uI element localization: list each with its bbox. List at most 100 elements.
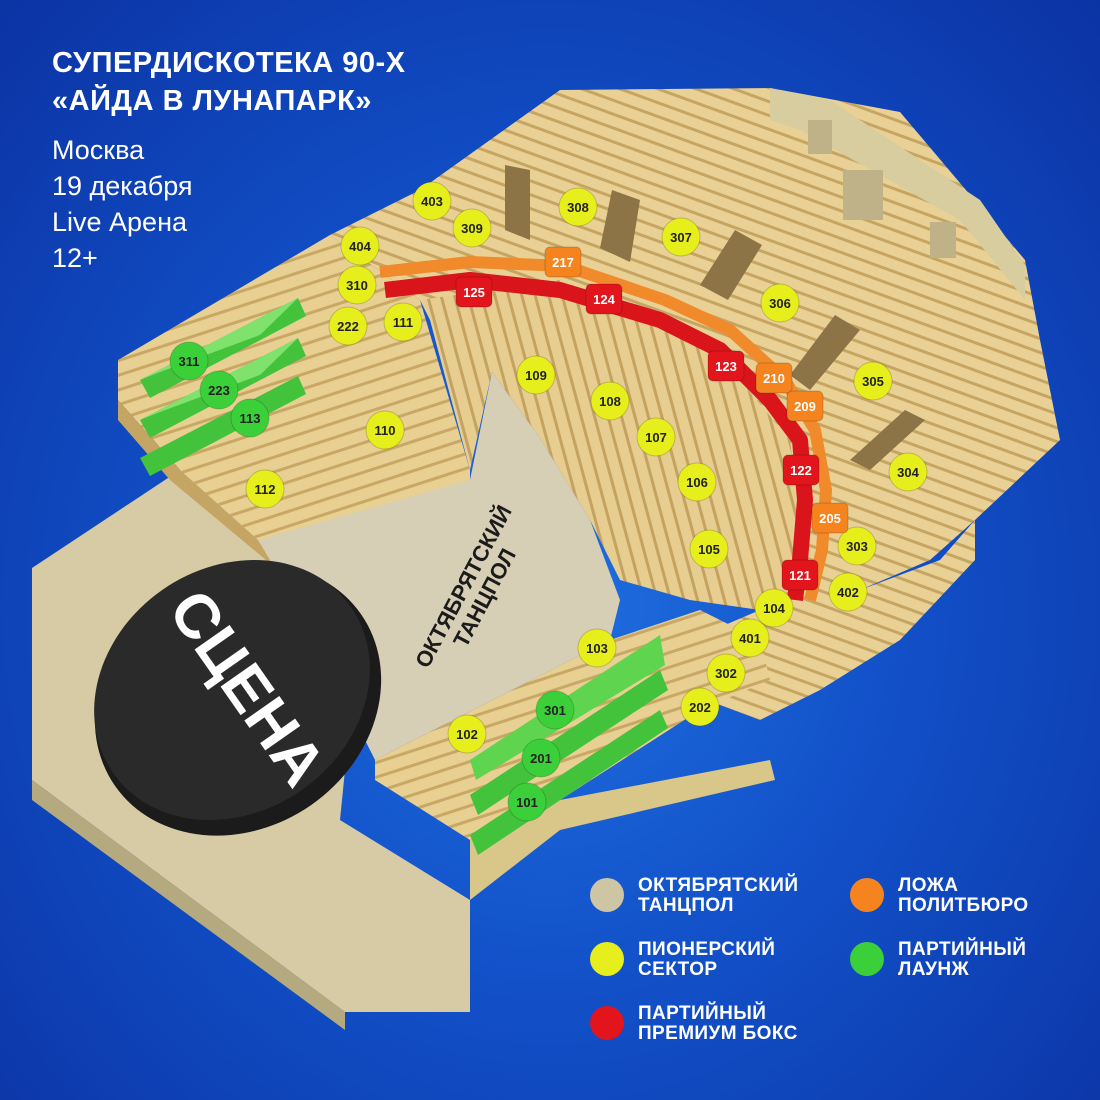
sector-303[interactable]: 303 bbox=[837, 526, 877, 566]
stand-lower-side bbox=[470, 760, 775, 900]
sector-304[interactable]: 304 bbox=[888, 452, 928, 492]
sector-112[interactable]: 112 bbox=[245, 469, 285, 509]
sector-102[interactable]: 102 bbox=[447, 714, 487, 754]
sector-401[interactable]: 401 bbox=[730, 618, 770, 658]
sector-110[interactable]: 110 bbox=[365, 410, 405, 450]
sector-111[interactable]: 111 bbox=[383, 302, 423, 342]
sector-311[interactable]: 311 bbox=[169, 341, 209, 381]
sector-404[interactable]: 404 bbox=[340, 226, 380, 266]
stage-disc bbox=[94, 559, 370, 821]
sector-121[interactable]: 121 bbox=[781, 559, 819, 591]
legend-dot-politburo bbox=[850, 878, 884, 912]
sector-304-marker bbox=[888, 452, 928, 492]
sector-222-label: 222 bbox=[337, 319, 359, 334]
event-date: 19 декабря bbox=[52, 171, 193, 201]
sector-403[interactable]: 403 bbox=[412, 181, 452, 221]
sector-108-label: 108 bbox=[599, 394, 621, 409]
sector-123[interactable]: 123 bbox=[707, 350, 745, 382]
sector-105-label: 105 bbox=[698, 542, 720, 557]
sector-402[interactable]: 402 bbox=[828, 572, 868, 612]
sector-308[interactable]: 308 bbox=[558, 187, 598, 227]
sector-306[interactable]: 306 bbox=[760, 283, 800, 323]
sector-210[interactable]: 210 bbox=[755, 362, 793, 394]
sector-311-label: 311 bbox=[179, 354, 200, 369]
sector-112-label: 112 bbox=[255, 482, 276, 497]
sector-111-label: 111 bbox=[393, 315, 413, 330]
sector-124-label: 124 bbox=[593, 292, 615, 307]
sector-217[interactable]: 217 bbox=[544, 246, 582, 278]
sector-310-label: 310 bbox=[346, 278, 368, 293]
sector-108[interactable]: 108 bbox=[590, 381, 630, 421]
legend-dot-premium-box bbox=[590, 1006, 624, 1040]
sector-222-marker bbox=[328, 306, 368, 346]
sector-markers: 403 309 308 307 404 310 222 111 306 305 304 109 108 1… bbox=[169, 181, 928, 822]
sector-401-marker bbox=[730, 618, 770, 658]
sector-102-label: 102 bbox=[456, 727, 478, 742]
sector-309-label: 309 bbox=[461, 221, 483, 236]
legend-item-premium-box: ПАРТИЙНЫЙ ПРЕМИУМ БОКС bbox=[590, 1004, 798, 1044]
sector-107-label: 107 bbox=[645, 430, 667, 445]
legend-label-politburo: ЛОЖА ПОЛИТБЮРО bbox=[898, 875, 1029, 916]
sector-309[interactable]: 309 bbox=[452, 208, 492, 248]
sector-125[interactable]: 125 bbox=[455, 276, 493, 308]
sector-103[interactable]: 103 bbox=[577, 628, 617, 668]
sector-305[interactable]: 305 bbox=[853, 361, 893, 401]
sector-404-marker bbox=[340, 226, 380, 266]
sector-201-marker bbox=[521, 738, 561, 778]
sector-305-label: 305 bbox=[862, 374, 884, 389]
sector-111-marker bbox=[383, 302, 423, 342]
sector-101-marker bbox=[507, 782, 547, 822]
sector-205[interactable]: 205 bbox=[811, 502, 849, 534]
sector-107-marker bbox=[636, 417, 676, 457]
sector-311-marker bbox=[169, 341, 209, 381]
sector-209[interactable]: 209 bbox=[786, 390, 824, 422]
sector-109[interactable]: 109 bbox=[516, 355, 556, 395]
legend-item-politburo: ЛОЖА ПОЛИТБЮРО bbox=[850, 876, 1029, 916]
sector-223[interactable]: 223 bbox=[199, 370, 239, 410]
sector-104[interactable]: 104 bbox=[754, 588, 794, 628]
sector-307[interactable]: 307 bbox=[661, 217, 701, 257]
sector-106-label: 106 bbox=[686, 475, 708, 490]
sector-222[interactable]: 222 bbox=[328, 306, 368, 346]
sector-205-label: 205 bbox=[819, 511, 841, 526]
sector-202[interactable]: 202 bbox=[680, 687, 720, 727]
sector-107[interactable]: 107 bbox=[636, 417, 676, 457]
sector-217-marker bbox=[544, 246, 582, 278]
sector-113-label: 113 bbox=[240, 411, 261, 426]
sector-310[interactable]: 310 bbox=[337, 265, 377, 305]
sector-210-label: 210 bbox=[763, 371, 785, 386]
sector-122-label: 122 bbox=[790, 463, 812, 478]
sector-122[interactable]: 122 bbox=[782, 454, 820, 486]
sector-223-label: 223 bbox=[208, 383, 230, 398]
sector-108-marker bbox=[590, 381, 630, 421]
vomitories bbox=[505, 165, 925, 470]
stand-left bbox=[118, 235, 470, 568]
sector-105[interactable]: 105 bbox=[689, 529, 729, 569]
sector-113[interactable]: 113 bbox=[230, 398, 270, 438]
sector-101-label: 101 bbox=[516, 795, 538, 810]
sector-101[interactable]: 101 bbox=[507, 782, 547, 822]
sector-303-label: 303 bbox=[846, 539, 868, 554]
sector-124-marker bbox=[585, 283, 623, 315]
sector-303-marker bbox=[837, 526, 877, 566]
legend-label-lounge: ПАРТИЙНЫЙ ЛАУНЖ bbox=[898, 939, 1027, 980]
event-city: Москва bbox=[52, 135, 145, 165]
sector-304-label: 304 bbox=[897, 465, 919, 480]
sector-110-marker bbox=[365, 410, 405, 450]
sector-301[interactable]: 301 bbox=[535, 690, 575, 730]
sector-106[interactable]: 106 bbox=[677, 462, 717, 502]
sector-205-marker bbox=[811, 502, 849, 534]
legend-label-pioneer: ПИОНЕРСКИЙ СЕКТОР bbox=[638, 939, 776, 980]
sector-201[interactable]: 201 bbox=[521, 738, 561, 778]
sector-123-label: 123 bbox=[715, 359, 737, 374]
legend-dot-lounge bbox=[850, 942, 884, 976]
venue-floor-side bbox=[32, 780, 345, 1030]
stand-left-edge bbox=[118, 400, 296, 585]
sector-124[interactable]: 124 bbox=[585, 283, 623, 315]
sector-302[interactable]: 302 bbox=[706, 653, 746, 693]
legend-item-pioneer: ПИОНЕРСКИЙ СЕКТОР bbox=[590, 940, 775, 980]
sector-217-label: 217 bbox=[552, 255, 574, 270]
sector-125-marker bbox=[455, 276, 493, 308]
sector-403-label: 403 bbox=[421, 194, 443, 209]
